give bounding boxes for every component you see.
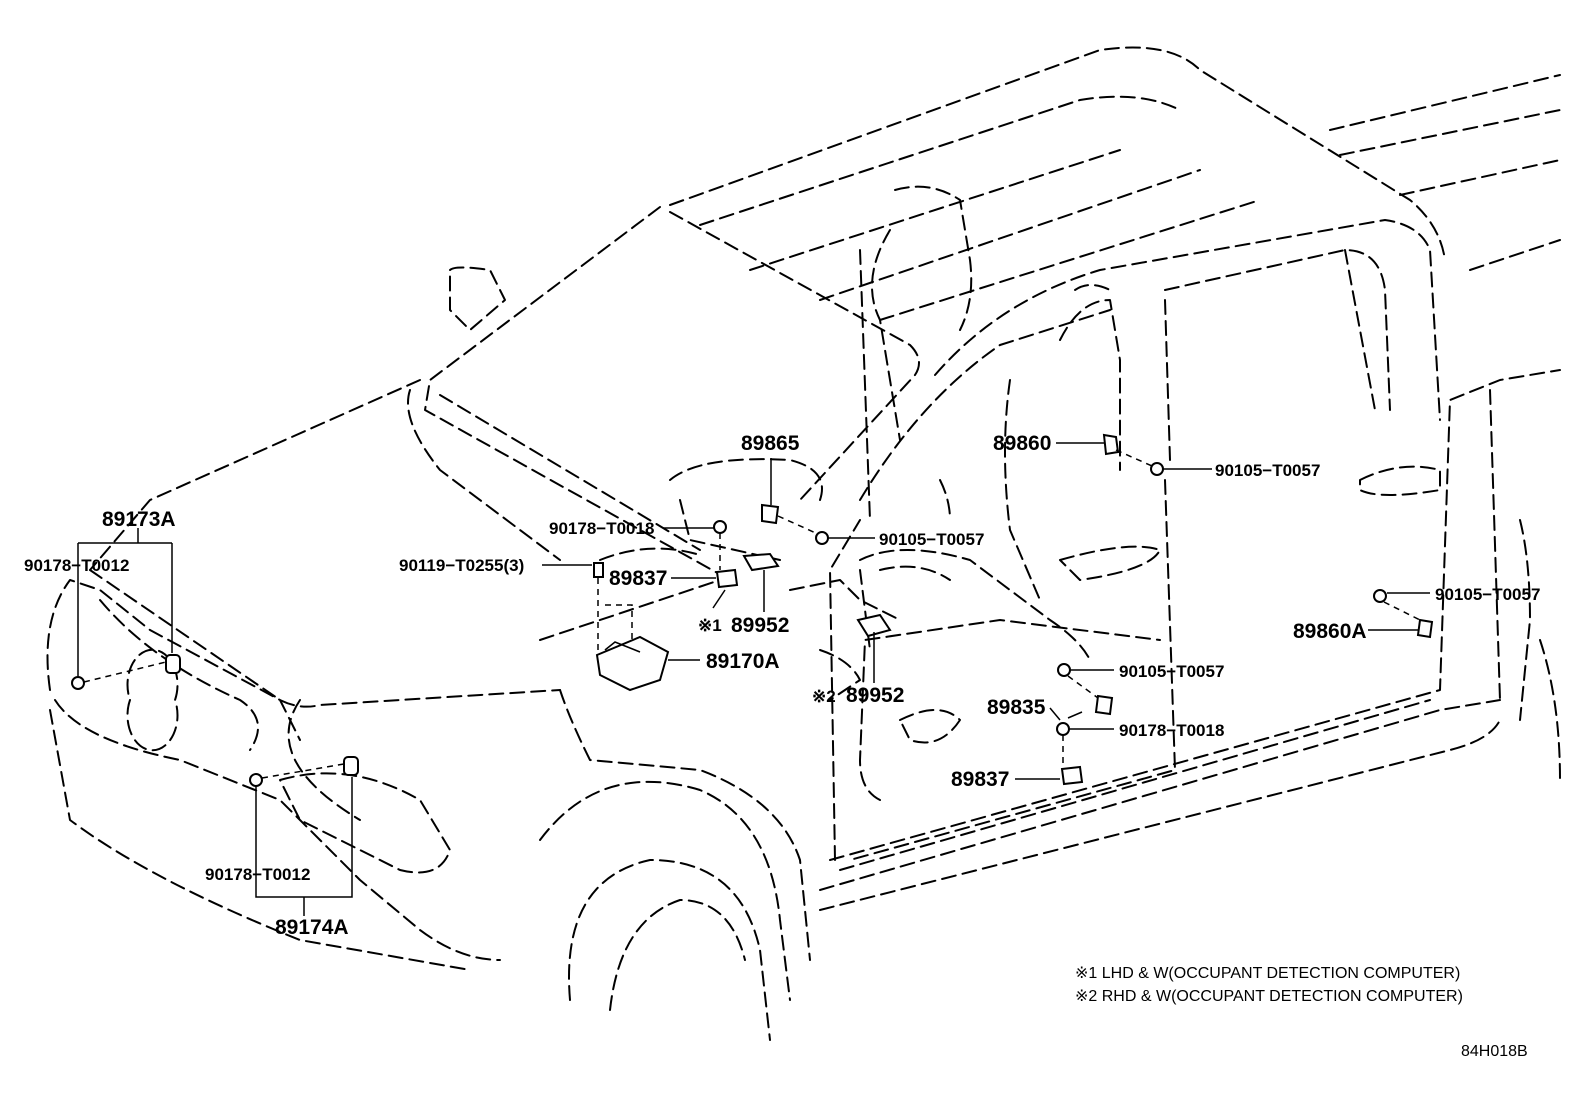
label-90105-T0057-d: 90105−T0057 <box>1119 662 1224 681</box>
label-89860: 89860 <box>993 432 1051 455</box>
nut-90178-T0018-a <box>713 520 727 534</box>
label-89174A: 89174A <box>275 916 349 939</box>
label-89952-b: 89952 <box>846 684 904 707</box>
label-89865: 89865 <box>741 432 800 455</box>
bolt-90105-T0057-c <box>1373 589 1387 603</box>
cover-89952-a <box>742 552 780 572</box>
note-1: ※1 LHD & W(OCCUPANT DETECTION COMPUTER) <box>1075 965 1460 982</box>
label-89952-a: 89952 <box>731 614 789 637</box>
note-2: ※2 RHD & W(OCCUPANT DETECTION COMPUTER) <box>1075 988 1463 1005</box>
sensor-89860 <box>1102 433 1120 456</box>
sensor-89835 <box>1094 694 1114 716</box>
airbag-computer-89170A <box>595 635 670 692</box>
bolt-90119-T0255 <box>593 562 604 578</box>
parts <box>71 433 1434 787</box>
sensor-89860A <box>1416 618 1434 639</box>
nut-90178-T0012-right <box>249 773 263 787</box>
label-90105-T0057-a: 90105−T0057 <box>879 530 984 549</box>
bolt-90105-T0057-a <box>815 531 829 545</box>
label-89952-b-mark: ※2 <box>812 687 836 706</box>
legend-notes: ※1 LHD & W(OCCUPANT DETECTION COMPUTER) … <box>1075 965 1528 1060</box>
bracket-89837-a <box>715 568 739 589</box>
label-90119-T0255: 90119−T0255(3) <box>399 556 524 575</box>
label-90178-T0018-a: 90178−T0018 <box>549 519 654 538</box>
label-90178-T0018-b: 90178−T0018 <box>1119 721 1224 740</box>
label-89835: 89835 <box>987 696 1046 719</box>
sensor-89174A <box>343 756 359 776</box>
leader-lines <box>77 442 1430 916</box>
nut-90178-T0012-left <box>71 676 85 690</box>
label-89837-b: 89837 <box>951 768 1009 791</box>
label-90105-T0057-b: 90105−T0057 <box>1215 461 1320 480</box>
label-89860A: 89860A <box>1293 620 1367 643</box>
vehicle-outline <box>46 46 1561 1041</box>
label-89952-a-mark: ※1 <box>698 616 722 635</box>
bolt-90105-T0057-b <box>1150 462 1164 476</box>
part-labels: 89173A 90178−T0012 90178−T0012 89174A 90… <box>24 432 1540 939</box>
figure-code: 84H018B <box>1461 1043 1528 1060</box>
cover-89952-b <box>856 613 892 638</box>
nut-90178-T0018-b <box>1056 722 1070 736</box>
bracket-89837-b <box>1060 765 1084 786</box>
label-89173A: 89173A <box>102 508 176 531</box>
sensor-89865 <box>761 503 780 525</box>
label-90178-T0012-b: 90178−T0012 <box>205 865 310 884</box>
label-89170A: 89170A <box>706 650 780 673</box>
label-90105-T0057-c: 90105−T0057 <box>1435 585 1540 604</box>
bolt-90105-T0057-d <box>1057 663 1071 677</box>
label-89837-a: 89837 <box>609 567 667 590</box>
sensor-89173A <box>165 654 181 674</box>
label-90178-T0012-a: 90178−T0012 <box>24 556 129 575</box>
